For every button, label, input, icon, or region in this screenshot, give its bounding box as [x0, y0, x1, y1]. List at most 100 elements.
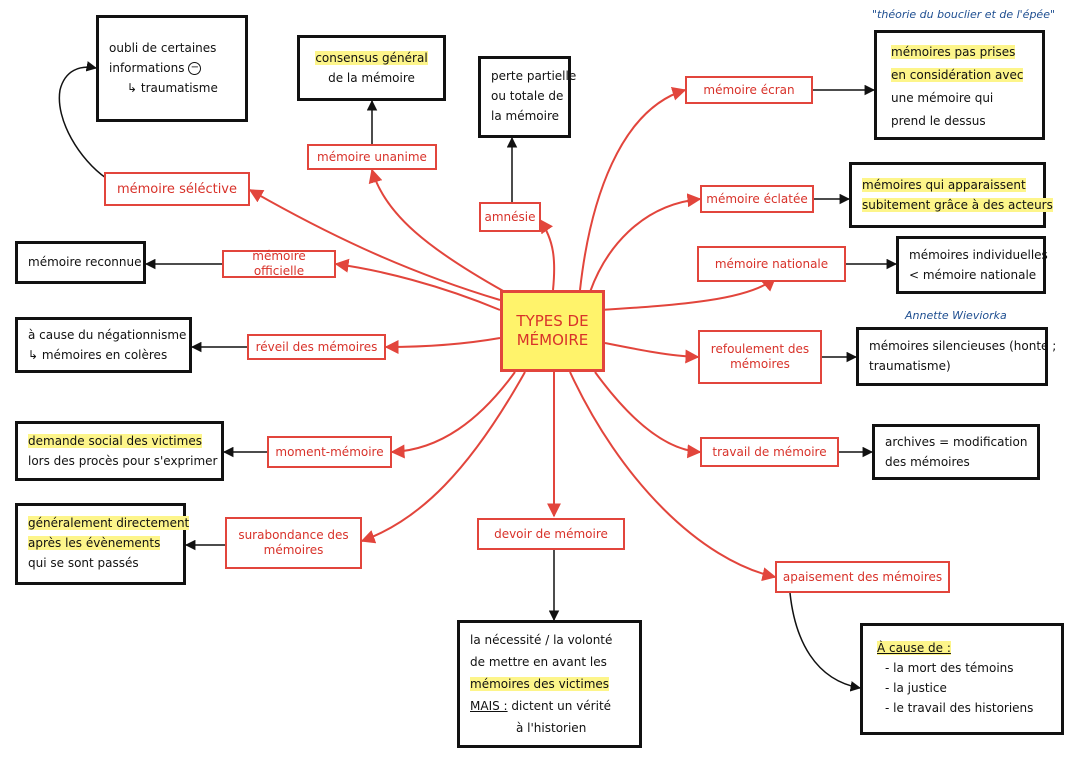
note-oubli-line2: informations — [109, 61, 185, 75]
link-apaisement — [569, 371, 777, 582]
link-apaisement-note — [789, 592, 862, 692]
note-apaisement: À cause de : - la mort des témoins - la … — [860, 623, 1064, 735]
node-travail-memoire: travail de mémoire — [700, 437, 839, 467]
node-amnesie: amnésie — [479, 202, 541, 232]
note-devoir: la nécessité / la volonté de mettre en a… — [457, 620, 642, 748]
note-ecran-line1: mémoires pas prises — [891, 45, 1016, 59]
note-negationnisme: à cause du négationnisme ↳ mémoires en c… — [15, 317, 192, 373]
note-demande: demande social des victimes lors des pro… — [15, 421, 224, 481]
note-general-line3: qui se sont passés — [28, 556, 139, 570]
link-moment — [390, 371, 516, 459]
node-memoire-ecran: mémoire écran — [685, 76, 813, 104]
node-surabondance-label-1: surabondance des — [238, 528, 349, 542]
note-archives-line1: archives = modification — [885, 435, 1028, 449]
node-reveil-memoires: réveil des mémoires — [247, 334, 386, 360]
note-nationale-line2: < mémoire nationale — [909, 268, 1037, 282]
node-memoire-eclatee-label: mémoire éclatée — [706, 191, 808, 206]
note-nationale: mémoires individuelles < mémoire nationa… — [896, 236, 1048, 294]
link-ecran — [579, 87, 687, 291]
note-reconnue-line: mémoire reconnue — [28, 255, 142, 269]
node-memoire-nationale-label: mémoire nationale — [714, 256, 829, 271]
center-line1: TYPES DE — [516, 312, 589, 330]
note-negation-line2: ↳ mémoires en colères — [28, 348, 168, 362]
note-eclatee: mémoires qui apparaissent subitement grâ… — [849, 162, 1053, 228]
minus-circle-icon: − — [188, 62, 202, 75]
node-apaisement-memoires-label: apaisement des mémoires — [782, 569, 943, 584]
node-memoire-nationale: mémoire nationale — [697, 246, 846, 282]
note-silence-line1: mémoires silencieuses (honte ; — [869, 339, 1057, 353]
node-moment-memoire: moment-mémoire — [267, 436, 392, 468]
annotation-wieviorka: Annette Wieviorka — [905, 309, 1007, 322]
node-devoir-memoire-label: devoir de mémoire — [494, 526, 608, 541]
link-eclatee — [589, 193, 702, 293]
annotation-bouclier: "théorie du bouclier et de l'épée" — [872, 8, 1056, 21]
note-devoir-line5: à l'historien — [516, 721, 587, 735]
note-generalement: généralement directement après les évène… — [15, 503, 190, 585]
node-apaisement-memoires: apaisement des mémoires — [775, 561, 950, 593]
note-ecran-line3: une mémoire qui — [891, 91, 994, 105]
note-archives: archives = modification des mémoires — [872, 424, 1040, 480]
node-memoire-selective: mémoire séléctive — [104, 172, 250, 206]
note-nationale-line1: mémoires individuelles — [909, 248, 1048, 262]
link-unanime — [368, 168, 506, 293]
note-apais-line2: - la justice — [885, 681, 947, 695]
note-ecran-line2: en considération avec — [891, 68, 1024, 82]
note-general-line1: généralement directement — [28, 516, 190, 530]
note-oubli-line1: oubli de certaines — [109, 41, 217, 55]
note-demande-line1: demande social des victimes — [28, 434, 202, 448]
note-silencieuses: mémoires silencieuses (honte ; traumatis… — [856, 327, 1056, 386]
note-apais-line1: - la mort des témoins — [885, 661, 1014, 675]
link-surabondance — [360, 371, 526, 544]
note-silence-line2: traumatisme) — [869, 359, 951, 373]
node-reveil-memoires-label: réveil des mémoires — [255, 339, 378, 354]
note-perte-line2: ou totale de — [491, 89, 564, 103]
center-line2: MÉMOIRE — [516, 331, 589, 349]
note-perte-line3: la mémoire — [491, 109, 559, 123]
link-oubli — [58, 61, 107, 179]
note-oubli: oubli de certaines informations − ↳ trau… — [96, 15, 248, 122]
note-apais-heading: À cause de : — [877, 641, 951, 655]
note-perte-line1: perte partielle — [491, 69, 577, 83]
note-devoir-line4: dictent un vérité — [511, 699, 612, 713]
note-ecran-line4: prend le dessus — [891, 114, 986, 128]
center-node: TYPES DE MÉMOIRE — [500, 290, 605, 372]
note-archives-line2: des mémoires — [885, 455, 970, 469]
node-memoire-eclatee: mémoire éclatée — [700, 185, 814, 213]
note-consensus: consensus général de la mémoire — [297, 35, 446, 101]
note-devoir-line3: mémoires des victimes — [470, 677, 610, 691]
node-memoire-ecran-label: mémoire écran — [703, 82, 795, 97]
link-officielle — [334, 258, 501, 311]
node-devoir-memoire: devoir de mémoire — [477, 518, 625, 550]
node-refoulement-memoires: refoulement des mémoires — [698, 330, 822, 384]
node-surabondance-label-2: mémoires — [263, 543, 324, 557]
link-selective — [248, 189, 501, 301]
note-devoir-line2: de mettre en avant les — [470, 655, 607, 669]
note-general-line2: après les évènements — [28, 536, 161, 550]
note-negation-line1: à cause du négationnisme — [28, 328, 187, 342]
note-demande-line2: lors des procès pour s'exprimer — [28, 454, 218, 468]
node-memoire-unanime: mémoire unanime — [307, 144, 437, 170]
node-memoire-selective-label: mémoire séléctive — [116, 181, 237, 197]
link-travail — [594, 371, 702, 459]
note-ecran: mémoires pas prises en considération ave… — [874, 30, 1045, 140]
note-eclatee-line2: subitement grâce à des acteurs — [862, 198, 1053, 212]
node-refoulement-label-2: mémoires — [730, 357, 790, 371]
link-amnesie — [539, 218, 556, 291]
node-moment-memoire-label: moment-mémoire — [275, 444, 384, 459]
note-consensus-line2: de la mémoire — [328, 71, 415, 85]
note-perte: perte partielle ou totale de la mémoire — [478, 56, 576, 138]
note-reconnue: mémoire reconnue — [15, 241, 146, 284]
note-consensus-line1: consensus général — [315, 51, 428, 65]
note-eclatee-line1: mémoires qui apparaissent — [862, 178, 1026, 192]
node-amnesie-label: amnésie — [484, 209, 536, 224]
node-memoire-officielle: mémoire officielle — [222, 249, 336, 278]
node-refoulement-label-1: refoulement des — [710, 342, 810, 356]
link-nationale — [599, 277, 777, 311]
node-surabondance-memoires: surabondance des mémoires — [225, 517, 362, 569]
note-oubli-line3: ↳ traumatisme — [127, 81, 218, 95]
link-refoulement — [604, 342, 700, 364]
node-memoire-officielle-label: mémoire officielle — [252, 249, 306, 278]
node-memoire-unanime-label: mémoire unanime — [317, 149, 427, 164]
note-devoir-mais: MAIS : — [470, 699, 508, 713]
